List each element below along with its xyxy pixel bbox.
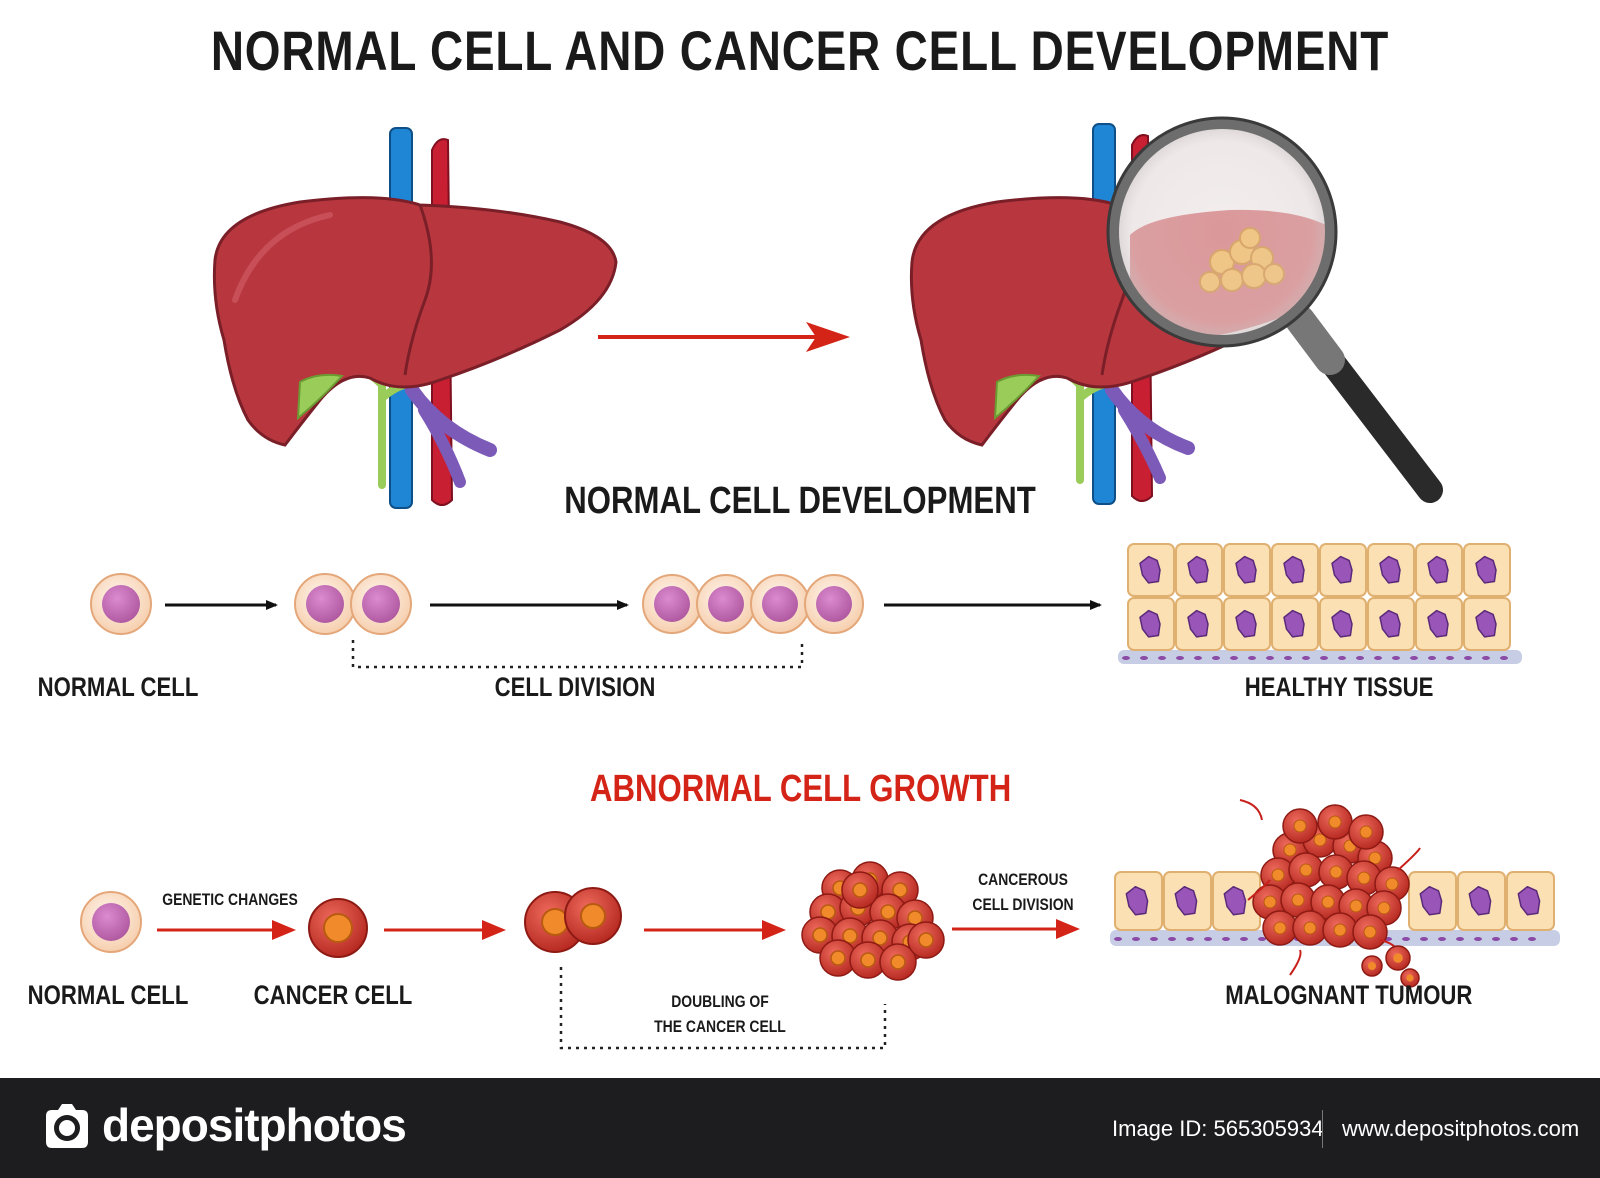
arrow-icon <box>952 919 1080 939</box>
dividing-cells-two <box>294 573 412 635</box>
malignant-tumour-illustration <box>1110 799 1560 988</box>
camera-icon <box>46 1104 88 1148</box>
label-cancer-cell: CANCER CELL <box>253 980 413 1010</box>
arrow-icon <box>157 920 296 940</box>
liver-illustration-left <box>212 127 618 509</box>
label-cancerous-line1: CANCEROUS <box>978 870 1068 889</box>
arrow-icon-liver <box>598 322 850 352</box>
footer-bar: depositphotos Image ID: 565305934 www.de… <box>0 1078 1600 1178</box>
normal-cell-single <box>90 573 152 635</box>
label-doubling-line1: DOUBLING OF <box>671 992 769 1011</box>
normal-cell-abnormal-row <box>80 891 142 953</box>
cancer-cell-cluster <box>801 861 945 981</box>
footer-website: www.depositphotos.com <box>1342 1116 1580 1141</box>
footer-divider <box>1322 1110 1323 1148</box>
normal-development-row <box>90 543 1522 669</box>
magnifier-icon <box>1106 116 1443 503</box>
label-malignant-tumour: MALOGNANT TUMOUR <box>1225 980 1473 1010</box>
cancer-cells-doubling <box>524 887 622 953</box>
label-cancerous-line2: CELL DIVISION <box>972 894 1074 914</box>
abnormal-growth-row <box>80 799 1560 1050</box>
label-genetic-changes: GENETIC CHANGES <box>162 890 298 909</box>
footer-brand: depositphotos <box>102 1099 407 1151</box>
cancer-cell-single <box>308 898 368 958</box>
label-normal-cell-abnormal: NORMAL CELL <box>27 980 189 1010</box>
doubling-bracket <box>559 967 887 1050</box>
label-doubling-line2: THE CANCER CELL <box>654 1016 786 1036</box>
dividing-cells-four <box>642 574 864 634</box>
label-cell-division: CELL DIVISION <box>494 672 656 702</box>
label-doubling: DOUBLING OF THE CANCER CELL <box>638 990 802 1039</box>
label-healthy-tissue: HEALTHY TISSUE <box>1244 672 1434 702</box>
abnormal-section-heading: ABNORMAL CELL GROWTH <box>590 768 1012 810</box>
arrow-icon <box>384 920 506 940</box>
cell-division-bracket <box>351 640 804 669</box>
label-cancerous-division: CANCEROUS CELL DIVISION <box>945 868 1101 917</box>
label-normal-cell: NORMAL CELL <box>37 672 199 702</box>
normal-section-heading: NORMAL CELL DEVELOPMENT <box>564 480 1036 522</box>
footer-image-id: Image ID: 565305934 <box>1112 1116 1324 1141</box>
arrow-icon <box>644 920 786 940</box>
healthy-tissue-illustration <box>1118 543 1522 664</box>
page-title: NORMAL CELL AND CANCER CELL DEVELOPMENT <box>210 19 1390 82</box>
